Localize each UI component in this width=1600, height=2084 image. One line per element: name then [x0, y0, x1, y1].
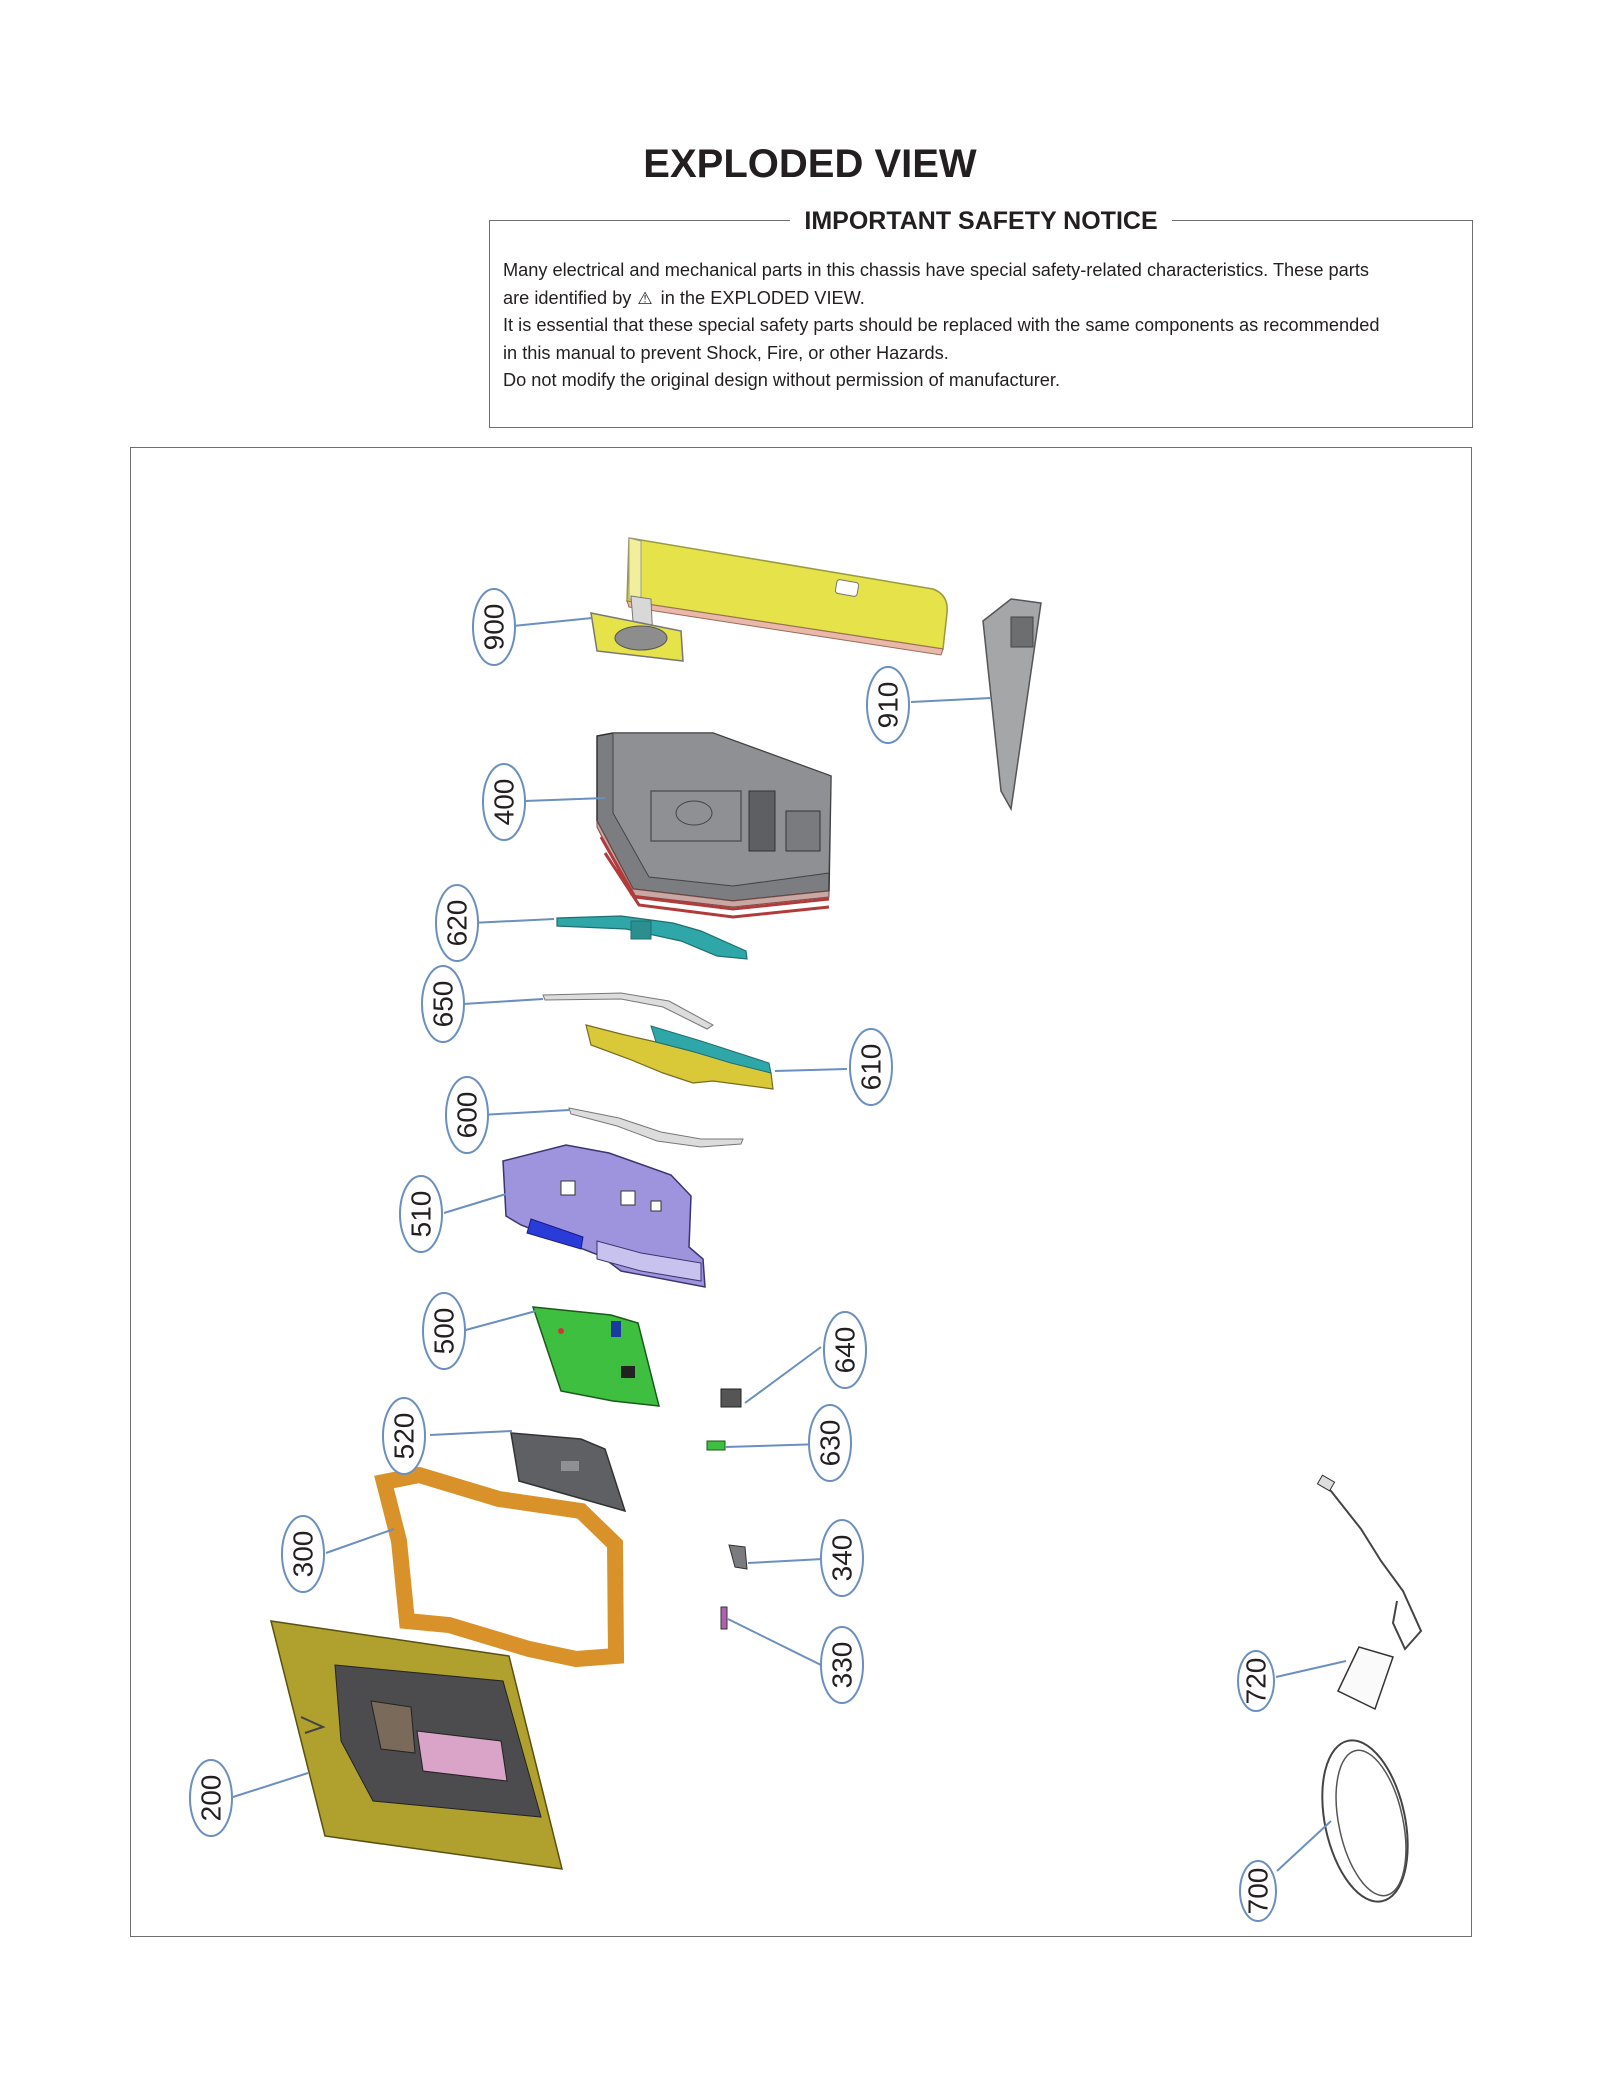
callout-610: 610 [849, 1028, 893, 1106]
callout-600: 600 [445, 1076, 489, 1154]
callout-label: 700 [1243, 1868, 1274, 1915]
callout-label: 620 [442, 900, 473, 947]
callout-label: 400 [489, 779, 520, 826]
stand-assembly [590, 537, 948, 662]
stand-neck [982, 598, 1042, 812]
notice-line: It is essential that these special safet… [503, 315, 1380, 335]
notice-line: in this manual to prevent Shock, Fire, o… [503, 342, 949, 363]
callout-900: 900 [472, 588, 516, 666]
callout-label: 510 [406, 1191, 437, 1238]
metal-plate [510, 1432, 627, 1513]
bracket-340 [728, 1544, 748, 1570]
safety-notice-heading: IMPORTANT SAFETY NOTICE [490, 207, 1472, 235]
notice-line: Many electrical and mechanical parts in … [503, 260, 1369, 280]
main-pcb [531, 1306, 660, 1407]
callout-label: 900 [479, 604, 510, 651]
callout-label: 720 [1241, 1658, 1272, 1705]
yellow-cover [585, 1024, 774, 1090]
callout-640: 640 [823, 1311, 867, 1389]
thin-strip [542, 992, 714, 1030]
lcd-panel [269, 1620, 563, 1870]
callout-340: 340 [820, 1519, 864, 1597]
callout-label: 520 [389, 1413, 420, 1460]
warning-triangle-icon: ⚠ [637, 288, 653, 308]
connector-640 [720, 1388, 742, 1408]
callout-630: 630 [808, 1404, 852, 1482]
callout-label: 330 [827, 1642, 858, 1689]
callout-700: 700 [1239, 1860, 1277, 1922]
notice-line: Do not modify the original design withou… [503, 370, 1061, 390]
small-parts [706, 1388, 748, 1630]
safety-notice-box: IMPORTANT SAFETY NOTICE Many electrical … [489, 207, 1473, 428]
callout-label: 500 [429, 1308, 460, 1355]
front-bezel [374, 1466, 625, 1668]
thin-strip-lower [568, 1107, 744, 1148]
knob-330 [720, 1606, 728, 1630]
callout-leaders [232, 617, 1347, 1872]
callout-720: 720 [1237, 1650, 1275, 1712]
callout-200: 200 [189, 1759, 233, 1837]
led-board-630 [706, 1440, 726, 1451]
callouts: 900 910 400 620 650 610 600 510 500 640 630 520 300 3… [189, 588, 1277, 1922]
callout-label: 300 [288, 1531, 319, 1578]
safety-notice-body: Many electrical and mechanical parts in … [503, 257, 1461, 395]
power-adapter [1316, 1474, 1423, 1711]
page-title: EXPLODED VIEW [643, 142, 977, 186]
exploded-diagram: 900 910 400 620 650 610 600 510 500 640 630 520 300 3… [189, 537, 1423, 1922]
callout-400: 400 [482, 763, 526, 841]
callout-300: 300 [281, 1515, 325, 1593]
callout-label: 610 [856, 1044, 887, 1091]
callout-520: 520 [382, 1397, 426, 1475]
callout-label: 600 [452, 1092, 483, 1139]
callout-620: 620 [435, 884, 479, 962]
callout-label: 630 [815, 1420, 846, 1467]
callout-910: 910 [866, 666, 910, 744]
metal-frame [502, 1144, 706, 1288]
callout-label: 340 [827, 1535, 858, 1582]
callout-500: 500 [422, 1292, 466, 1370]
callout-label: 640 [830, 1327, 861, 1374]
back-cover [596, 732, 832, 919]
callout-510: 510 [399, 1175, 443, 1253]
exploded-diagram-frame: 900 910 400 620 650 610 600 510 500 640 630 520 300 3… [130, 447, 1472, 1937]
callout-650: 650 [421, 965, 465, 1043]
callout-label: 650 [428, 981, 459, 1028]
notice-line: are identified by⚠in the EXPLODED VIEW. [503, 287, 865, 308]
callout-label: 910 [873, 682, 904, 729]
callout-label: 200 [196, 1775, 227, 1822]
callout-330: 330 [820, 1626, 864, 1704]
cyan-bracket [556, 915, 748, 960]
power-cord [1321, 1739, 1409, 1903]
